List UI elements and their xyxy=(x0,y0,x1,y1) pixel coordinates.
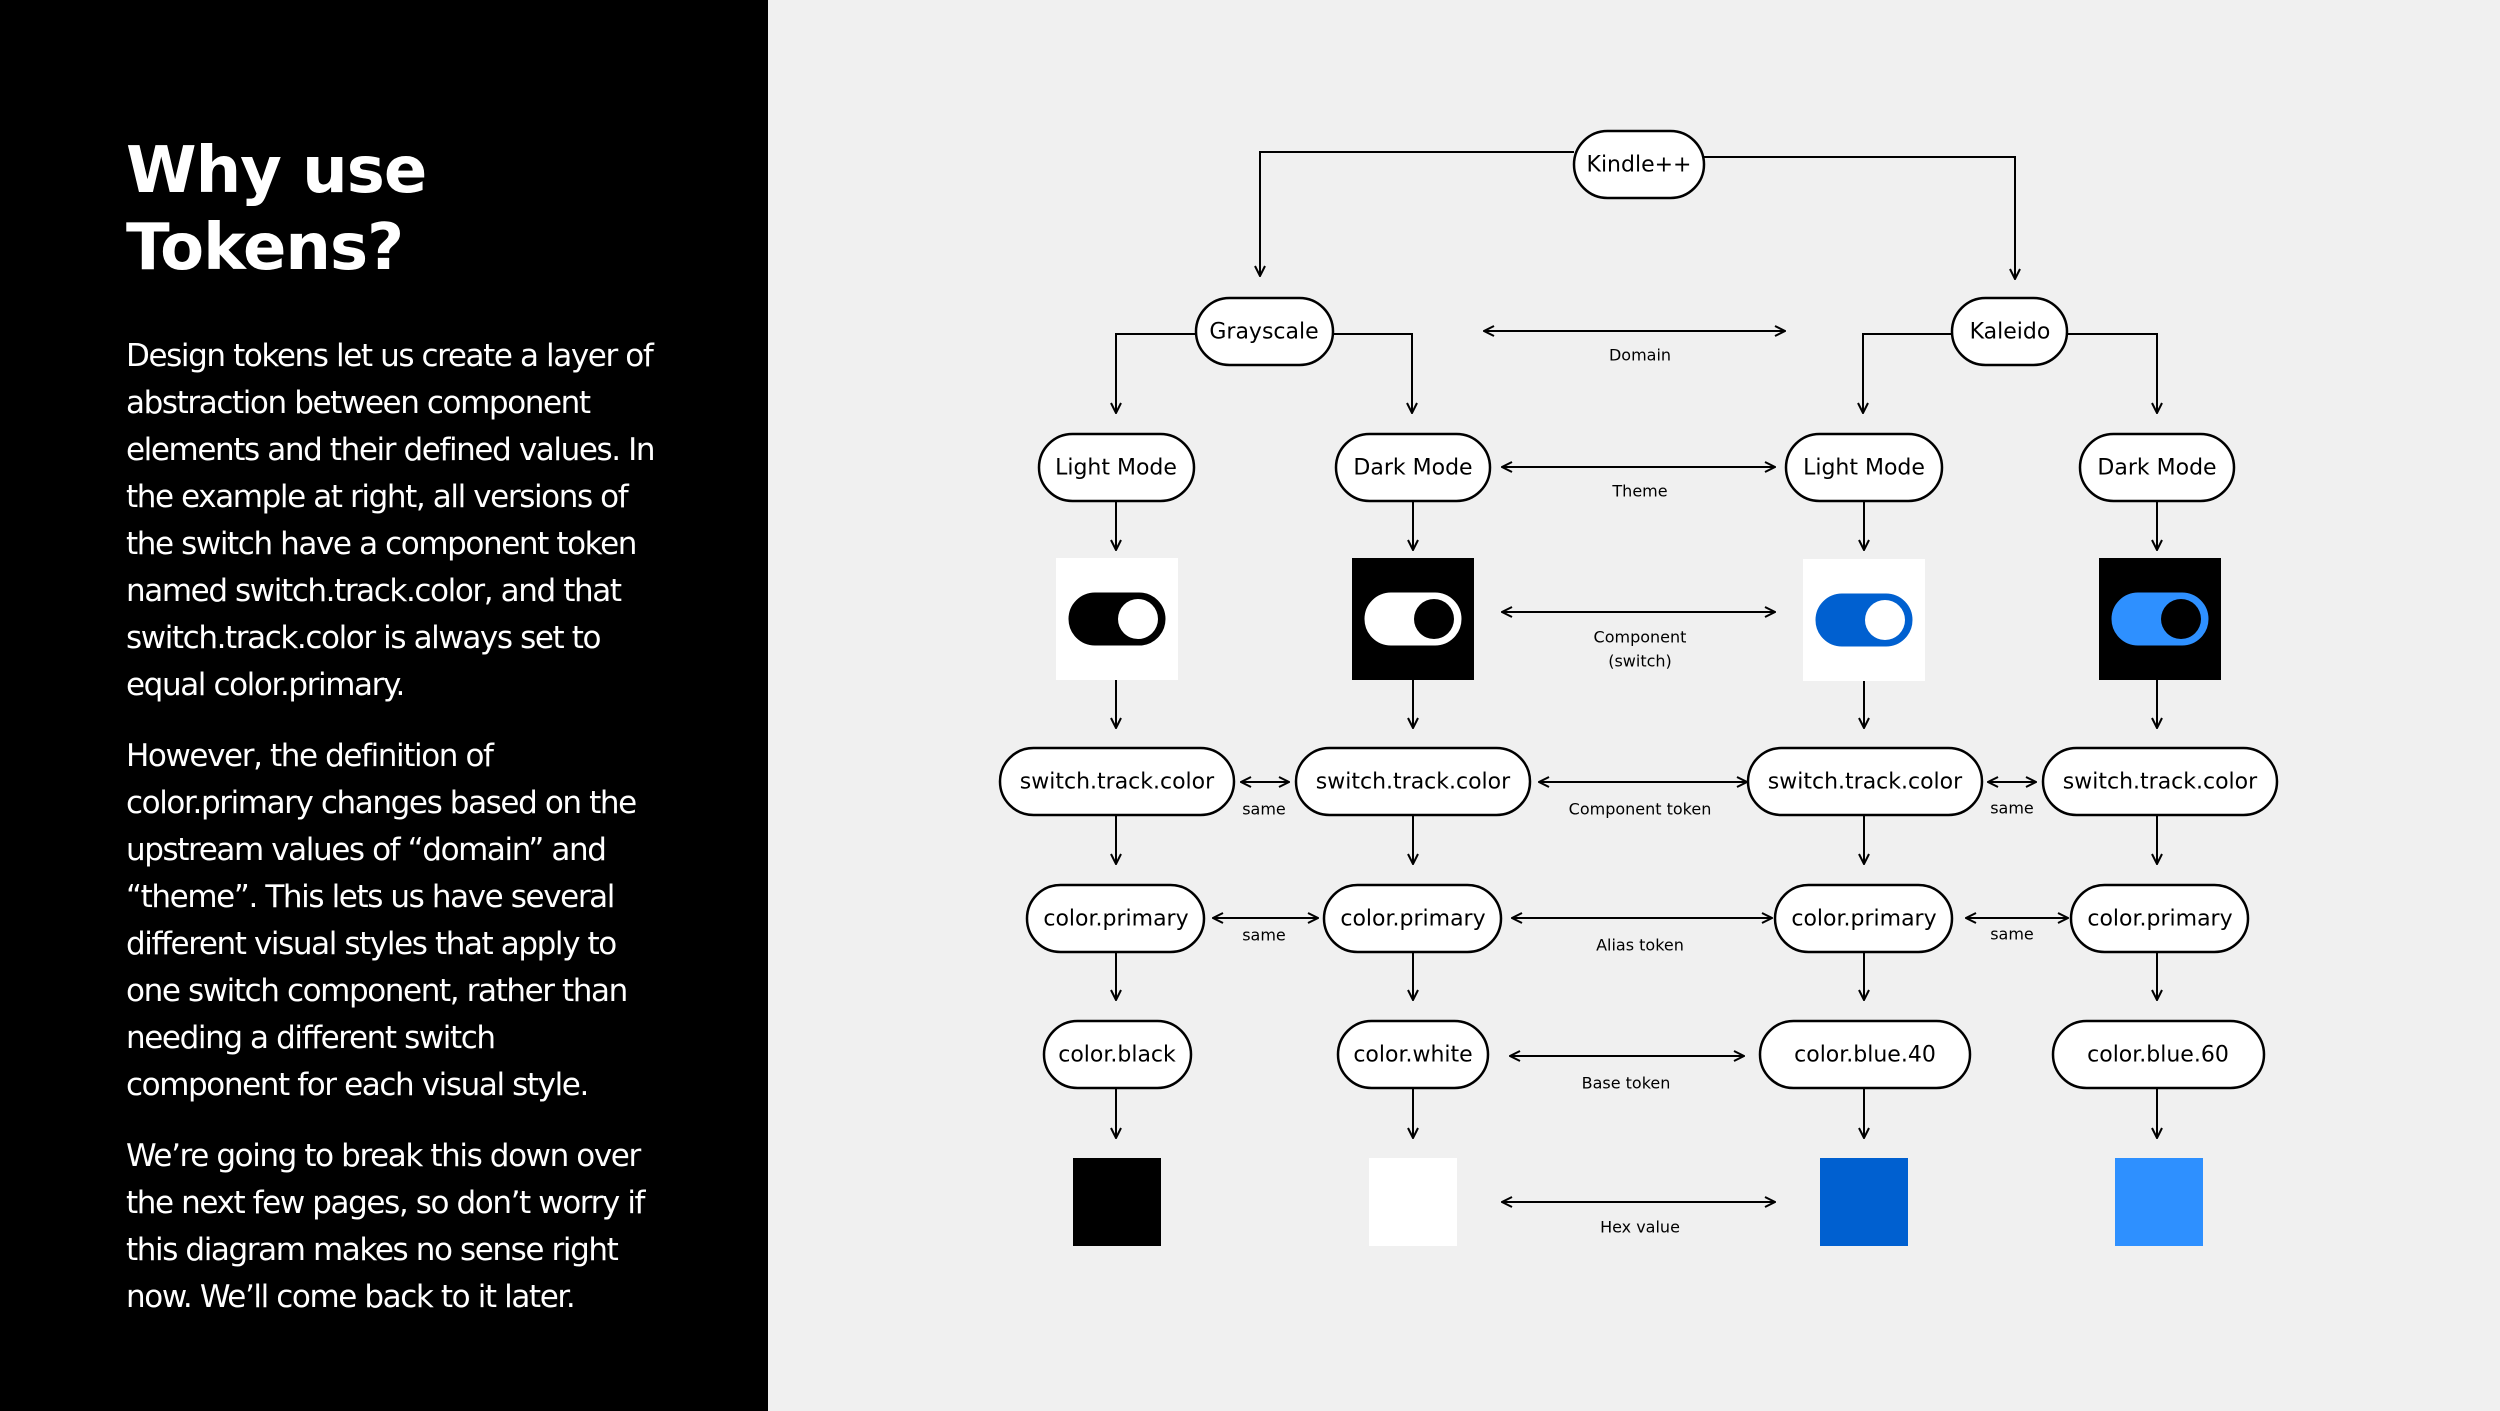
alias-token-label: color.primary xyxy=(1340,907,1485,932)
switch-knob xyxy=(2161,599,2201,639)
hex-swatch xyxy=(1073,1158,1161,1246)
intro-paragraph: Design tokens let us create a layer of a… xyxy=(126,338,656,703)
switch-tile xyxy=(2099,558,2221,680)
hex-swatch xyxy=(1820,1158,1908,1246)
theme-node-label: Light Mode xyxy=(1803,456,1925,481)
domain-label: Domain xyxy=(1609,346,1671,365)
level-labels: Domain Theme Component (switch) Componen… xyxy=(1242,346,2034,1237)
same-label: same xyxy=(1990,799,2034,818)
component-label: Component xyxy=(1594,628,1687,647)
base-token-label: Base token xyxy=(1582,1074,1671,1093)
theme-node-kaleido-dark: Dark Mode xyxy=(2078,432,2236,503)
page-title: Why use Tokens? xyxy=(126,134,427,285)
closing-paragraph: We’re going to break this down over the … xyxy=(126,1138,645,1315)
root-node: Kindle++ xyxy=(1572,129,1706,200)
left-panel: Why use Tokens? Design tokens let us cre… xyxy=(0,0,768,1411)
same-label: same xyxy=(1242,926,1286,945)
base-token-label: color.white xyxy=(1353,1043,1472,1068)
component-token-label: Component token xyxy=(1569,800,1712,819)
domain-node-label: Grayscale xyxy=(1209,320,1318,345)
switch-knob xyxy=(1118,599,1158,639)
base-token-label: color.black xyxy=(1058,1043,1176,1068)
hex-swatch xyxy=(1369,1158,1457,1246)
hex-swatch xyxy=(2115,1158,2203,1246)
same-label: same xyxy=(1242,800,1286,819)
switch-tile xyxy=(1803,559,1925,681)
component-token-label: switch.track.color xyxy=(1020,770,1215,795)
base-token-node: color.blue.60 xyxy=(2051,1019,2266,1090)
switch-tile xyxy=(1352,558,1474,680)
theme-node-label: Dark Mode xyxy=(2097,456,2216,481)
theme-node-grayscale-dark: Dark Mode xyxy=(1334,432,1492,503)
component-sub-label: (switch) xyxy=(1608,652,1672,671)
base-token-node: color.black xyxy=(1042,1019,1193,1090)
relation-arrows xyxy=(1213,331,2068,1202)
switch-tile xyxy=(1056,558,1178,680)
base-token-node: color.white xyxy=(1336,1019,1490,1090)
domain-connectors xyxy=(1116,333,2157,413)
component-token-node: switch.track.color xyxy=(1746,746,1984,817)
hex-value-label: Hex value xyxy=(1600,1218,1680,1237)
alias-token-label: color.primary xyxy=(2087,907,2232,932)
theme-node-kaleido-light: Light Mode xyxy=(1784,432,1944,503)
alias-token-node: color.primary xyxy=(1025,883,1206,954)
alias-token-node: color.primary xyxy=(1322,883,1503,954)
component-token-label: switch.track.color xyxy=(2063,770,2258,795)
domain-node-label: Kaleido xyxy=(1970,320,2051,345)
theme-node-label: Light Mode xyxy=(1055,456,1177,481)
base-token-label: color.blue.60 xyxy=(2087,1043,2229,1068)
same-label: same xyxy=(1990,925,2034,944)
component-token-label: switch.track.color xyxy=(1768,770,1963,795)
base-token-node: color.blue.40 xyxy=(1758,1019,1972,1090)
theme-node-grayscale-light: Light Mode xyxy=(1037,432,1196,503)
switch-knob xyxy=(1414,599,1454,639)
domain-node-kaleido: Kaleido xyxy=(1950,296,2069,367)
explanation-paragraph: However, the definition of color.primary… xyxy=(126,738,637,1103)
component-token-node: switch.track.color xyxy=(998,746,1236,817)
base-token-label: color.blue.40 xyxy=(1794,1043,1936,1068)
component-token-node: switch.track.color xyxy=(2041,746,2279,817)
component-token-node: switch.track.color xyxy=(1294,746,1532,817)
component-token-label: switch.track.color xyxy=(1316,770,1511,795)
alias-token-node: color.primary xyxy=(2069,883,2250,954)
root-connectors xyxy=(1260,151,2015,279)
theme-label: Theme xyxy=(1611,482,1667,501)
alias-token-label: color.primary xyxy=(1043,907,1188,932)
root-node-label: Kindle++ xyxy=(1587,153,1692,178)
alias-token-label: color.primary xyxy=(1791,907,1936,932)
column-connectors xyxy=(1116,502,2157,1138)
theme-node-label: Dark Mode xyxy=(1353,456,1472,481)
alias-token-node: color.primary xyxy=(1773,883,1954,954)
alias-token-label: Alias token xyxy=(1596,936,1684,955)
switch-knob xyxy=(1865,600,1905,640)
domain-node-grayscale: Grayscale xyxy=(1194,296,1335,367)
